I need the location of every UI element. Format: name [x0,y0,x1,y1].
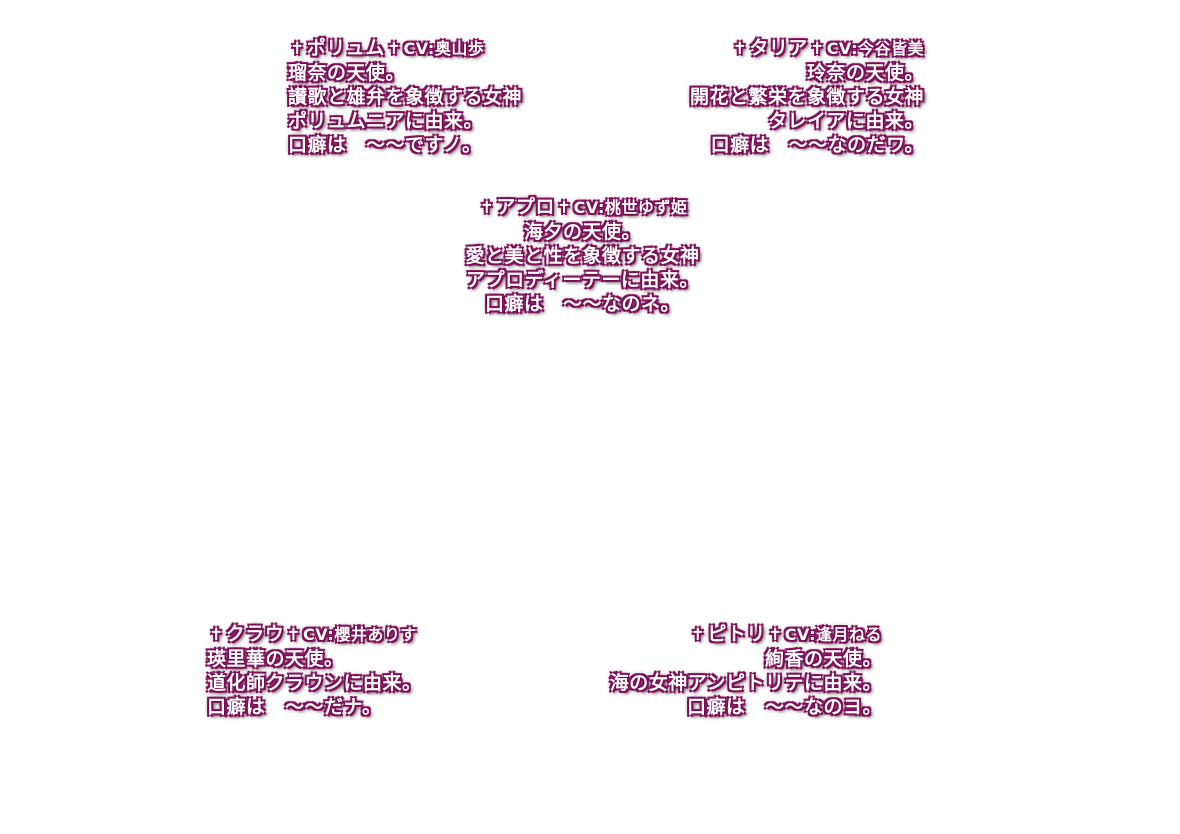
character-name: クラウ [225,623,285,645]
cross-icon: ✝ [767,625,783,645]
card-line: 愛と美と性を象徴する女神 [465,245,700,267]
card-line: 開花と繁栄を象徴する女神 [689,86,924,108]
card-header: ✝ピトリ✝CV:逢月ねる [610,622,882,647]
character-card-clau: ✝クラウ✝CV:櫻井ありす 瑛里華の天使。 道化師クラウンに由来。 口癖は ～～… [207,622,422,719]
cross-icon: ✝ [556,198,572,218]
card-header: ✝アプロ✝CV:桃世ゆず姫 [445,195,720,220]
character-name: タリア [749,37,808,59]
card-header: ✝クラウ✝CV:櫻井ありす [207,622,422,647]
card-header: ✝ポリュム✝CV:奥山歩 [288,36,522,61]
card-line: 瑠奈の天使。 [288,62,406,84]
voice-actor: CV:奥山歩 [403,39,485,58]
card-line: 海夕の天使。 [523,221,641,243]
cross-icon: ✝ [290,39,305,59]
character-name: アプロ [496,196,555,218]
voice-actor: CV:逢月ねる [784,625,882,644]
character-card-pitri: ✝ピトリ✝CV:逢月ねる 絢香の天使。 海の女神アンピトリテに由来。 口癖は ～… [610,622,882,719]
card-line: タレイアに由来。 [767,110,924,132]
character-card-aphro: ✝アプロ✝CV:桃世ゆず姫 海夕の天使。 愛と美と性を象徴する女神 アプロディー… [445,195,720,316]
voice-actor: CV:桃世ゆず姫 [573,198,688,217]
cross-icon: ✝ [732,39,748,59]
card-line: 口癖は ～～なのヨ。 [686,696,882,718]
character-card-talia: ✝タリア✝CV:今谷皆美 玲奈の天使。 開花と繁栄を象徴する女神 タレイアに由来… [690,36,924,157]
cross-icon: ✝ [386,39,402,59]
character-name: ピトリ [707,623,766,645]
cross-icon: ✝ [690,625,706,645]
cross-icon: ✝ [809,39,825,59]
card-line: 口癖は ～～ですノ。 [288,134,482,156]
card-line: 口癖は ～～なのネ。 [484,293,680,315]
card-line: 瑛里華の天使。 [207,648,344,670]
character-name: ポリュム [306,37,385,59]
cross-icon: ✝ [479,198,495,218]
card-line: アプロディーテーに由来。 [466,269,699,291]
card-line: 玲奈の天使。 [806,62,924,84]
voice-actor: CV:櫻井ありす [303,625,417,644]
cross-icon: ✝ [209,625,224,645]
card-header: ✝タリア✝CV:今谷皆美 [690,36,924,61]
card-line: 口癖は ～～だナ。 [207,696,382,718]
card-line: ポリュムニアに由来。 [288,110,484,132]
card-line: 口癖は ～～なのだワ。 [710,134,924,156]
voice-actor: CV:今谷皆美 [826,39,924,58]
card-line: 道化師クラウンに由来。 [207,672,422,694]
card-line: 讃歌と雄弁を象徴する女神 [288,86,523,108]
card-line: 絢香の天使。 [764,648,882,670]
card-line: 海の女神アンピトリテに由来。 [609,672,882,694]
cross-icon: ✝ [286,625,302,645]
character-card-polyum: ✝ポリュム✝CV:奥山歩 瑠奈の天使。 讃歌と雄弁を象徴する女神 ポリュムニアに… [288,36,522,157]
